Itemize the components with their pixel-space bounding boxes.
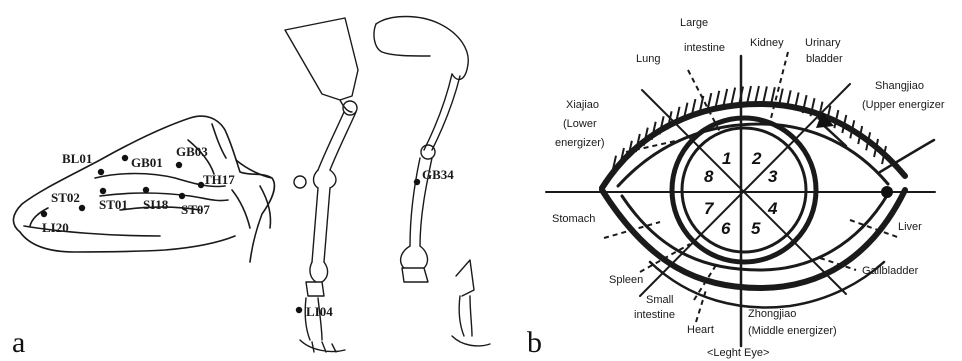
label-shangjiao: Shangjiao xyxy=(875,80,924,92)
segment-6: 6 xyxy=(721,219,731,238)
label-lower: (Lower xyxy=(563,118,597,130)
eyelash-hatching xyxy=(612,86,886,174)
acupoints: BL01 GB01 GB03 ST02 ST01 SI18 xyxy=(41,144,454,319)
label-zhongjiao: Zhongjiao xyxy=(748,308,796,320)
svg-text:TH17: TH17 xyxy=(203,172,235,187)
label-liver: Liver xyxy=(898,221,922,233)
segment-1: 1 xyxy=(722,149,731,168)
label-middle: (Middle energizer) xyxy=(748,325,837,337)
segment-7: 7 xyxy=(704,199,715,218)
label-upper: (Upper energizer xyxy=(862,99,945,111)
label-lung: Lung xyxy=(636,53,660,65)
svg-text:ST07: ST07 xyxy=(181,202,210,217)
panel-label-b: b xyxy=(527,326,542,359)
panel-label-a: a xyxy=(12,326,25,359)
label-small: Small xyxy=(646,294,674,306)
svg-text:GB01: GB01 xyxy=(131,155,163,170)
segment-3: 3 xyxy=(768,167,778,186)
svg-text:ST02: ST02 xyxy=(51,190,80,205)
acupoint-si18: SI18 xyxy=(143,187,169,212)
segment-5: 5 xyxy=(751,219,761,238)
segment-8: 8 xyxy=(704,167,714,186)
panel-a: BL01 GB01 GB03 ST02 ST01 SI18 xyxy=(12,17,490,360)
svg-text:BL01: BL01 xyxy=(62,151,92,166)
acupoint-st01: ST01 xyxy=(99,188,128,212)
label-intestine-bottom: intestine xyxy=(634,309,675,321)
acupoint-gb34: GB34 xyxy=(414,167,454,185)
svg-text:SI18: SI18 xyxy=(143,197,169,212)
label-heart: Heart xyxy=(687,324,714,336)
label-gallbladder: Gallbladder xyxy=(862,265,919,277)
label-xiajiao: Xiajiao xyxy=(566,99,599,111)
panel-b: 1 2 3 4 5 6 7 8 Large intestine Lung Kid… xyxy=(527,17,945,359)
label-large: Large xyxy=(680,17,708,29)
label-intestine-top: intestine xyxy=(684,42,725,54)
acupoint-gb01: GB01 xyxy=(122,155,163,170)
label-stomach: Stomach xyxy=(552,213,595,225)
svg-text:ST01: ST01 xyxy=(99,197,128,212)
acupoint-bl01: BL01 xyxy=(62,151,104,175)
label-left-eye: <Leght Eye> xyxy=(707,347,769,359)
acupoint-st02: ST02 xyxy=(51,190,85,211)
acupoint-gb03: GB03 xyxy=(176,144,208,168)
label-urinary: Urinary xyxy=(805,37,841,49)
svg-text:GB03: GB03 xyxy=(176,144,208,159)
segment-2: 2 xyxy=(751,149,762,168)
leader-lines xyxy=(604,52,900,322)
foreleg-skeleton-drawing xyxy=(285,18,358,352)
svg-text:GB34: GB34 xyxy=(422,167,454,182)
label-spleen: Spleen xyxy=(609,274,643,286)
label-kidney: Kidney xyxy=(750,37,784,49)
svg-text:LI20: LI20 xyxy=(42,220,69,235)
acupoint-li04: LI04 xyxy=(296,304,333,319)
acupoint-li20: LI20 xyxy=(41,211,69,235)
label-energizer-lower: energizer) xyxy=(555,137,605,149)
label-bladder: bladder xyxy=(806,53,843,65)
acupoint-th17: TH17 xyxy=(198,172,235,188)
segment-4: 4 xyxy=(767,199,778,218)
svg-text:LI04: LI04 xyxy=(306,304,333,319)
